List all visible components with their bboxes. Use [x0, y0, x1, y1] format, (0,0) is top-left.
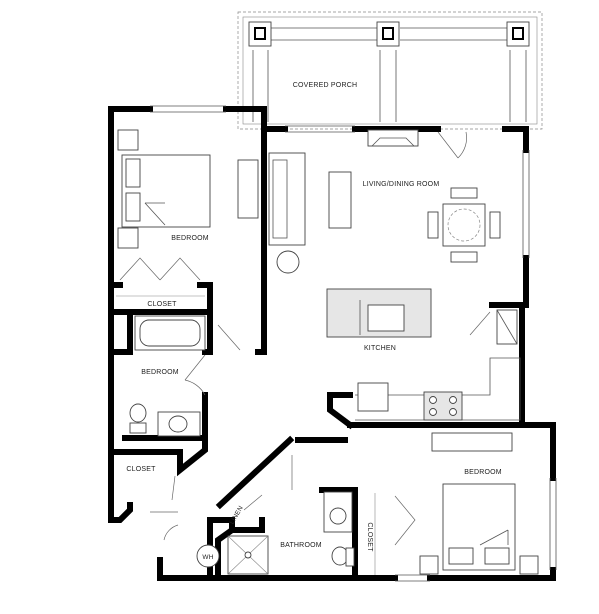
- dresser: [237, 159, 259, 219]
- sink: [157, 411, 201, 437]
- label-wh: WH: [202, 554, 213, 561]
- label-kitchen: KITCHEN: [364, 345, 396, 352]
- dresser: [431, 432, 513, 452]
- refrigerator: [357, 382, 389, 412]
- porch-post: [376, 21, 400, 47]
- side-table: [276, 250, 300, 274]
- porch-post: [506, 21, 530, 47]
- nightstand: [519, 555, 539, 575]
- kitchen-counter: [355, 357, 521, 421]
- toilet: [129, 403, 147, 434]
- label-closet-3: CLOSET: [366, 522, 373, 552]
- covered-porch: COVERED PORCH: [237, 11, 543, 130]
- walls: [108, 106, 556, 581]
- sofa: [268, 152, 306, 246]
- fireplace: [367, 129, 419, 147]
- shower: [227, 535, 269, 575]
- porch-post: [248, 21, 272, 47]
- bedroom-3: BEDROOM CLOSET: [366, 432, 539, 575]
- kitchen: KITCHEN: [326, 288, 521, 421]
- vanity: [323, 491, 353, 533]
- closet-2: CLOSET: [126, 455, 293, 541]
- toilet: [331, 546, 355, 567]
- nightstand: [419, 555, 439, 575]
- bedroom-2: BEDROOM: [129, 315, 241, 437]
- bathtub: [134, 315, 206, 351]
- label-bedroom-1: BEDROOM: [171, 235, 209, 242]
- bathroom: BATHROOM LINEN: [227, 491, 355, 575]
- pantry: [469, 309, 518, 345]
- water-heater: WH: [196, 544, 220, 568]
- bed: [442, 483, 516, 571]
- label-closet-1: CLOSET: [147, 301, 177, 308]
- windows: [150, 105, 557, 582]
- label-covered-porch: COVERED PORCH: [293, 82, 357, 89]
- kitchen-island: [326, 288, 432, 338]
- coffee-table: [328, 171, 352, 229]
- nightstand: [117, 129, 139, 151]
- label-bedroom-2: BEDROOM: [141, 369, 179, 376]
- range: [423, 391, 463, 421]
- label-bathroom: BATHROOM: [280, 542, 322, 549]
- bed: [121, 154, 211, 228]
- label-living-dining: LIVING/DINING ROOM: [363, 181, 440, 188]
- label-closet-2: CLOSET: [126, 466, 156, 473]
- label-bedroom-3: BEDROOM: [464, 469, 502, 476]
- nightstand: [117, 227, 139, 249]
- bedroom-1: BEDROOM CLOSET: [116, 129, 259, 308]
- label-linen: LINEN: [229, 505, 245, 526]
- living-dining-room: LIVING/DINING ROOM: [268, 129, 501, 274]
- dining-set: [427, 187, 501, 263]
